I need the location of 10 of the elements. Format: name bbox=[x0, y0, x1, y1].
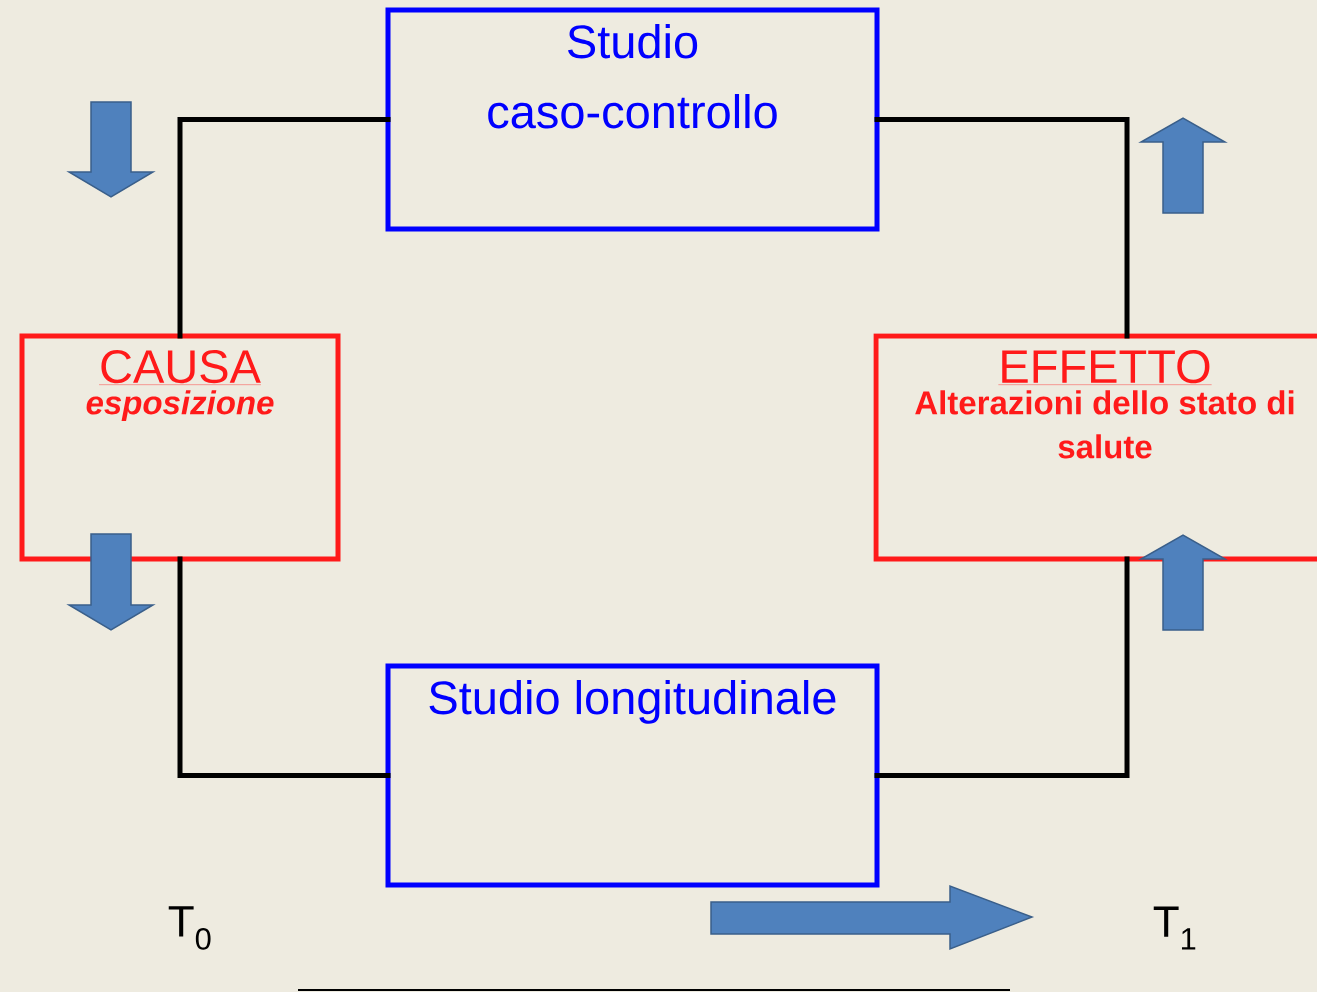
connector-line bbox=[177, 117, 391, 339]
factor-box: CAUSA esposizione bbox=[19, 333, 341, 562]
study-box: Studio caso-controllo bbox=[385, 7, 880, 232]
connector-line bbox=[874, 117, 1130, 339]
time-label: T$_{0}$ bbox=[168, 906, 211, 950]
connector-line bbox=[177, 556, 391, 778]
connector-line bbox=[874, 556, 1130, 778]
factor-box: EFFETTO Alterazioni dello stato di salute bbox=[873, 333, 1317, 562]
study-box: Studio longitudinale bbox=[385, 663, 880, 888]
time-label: T$_{1}$ bbox=[1153, 906, 1196, 950]
